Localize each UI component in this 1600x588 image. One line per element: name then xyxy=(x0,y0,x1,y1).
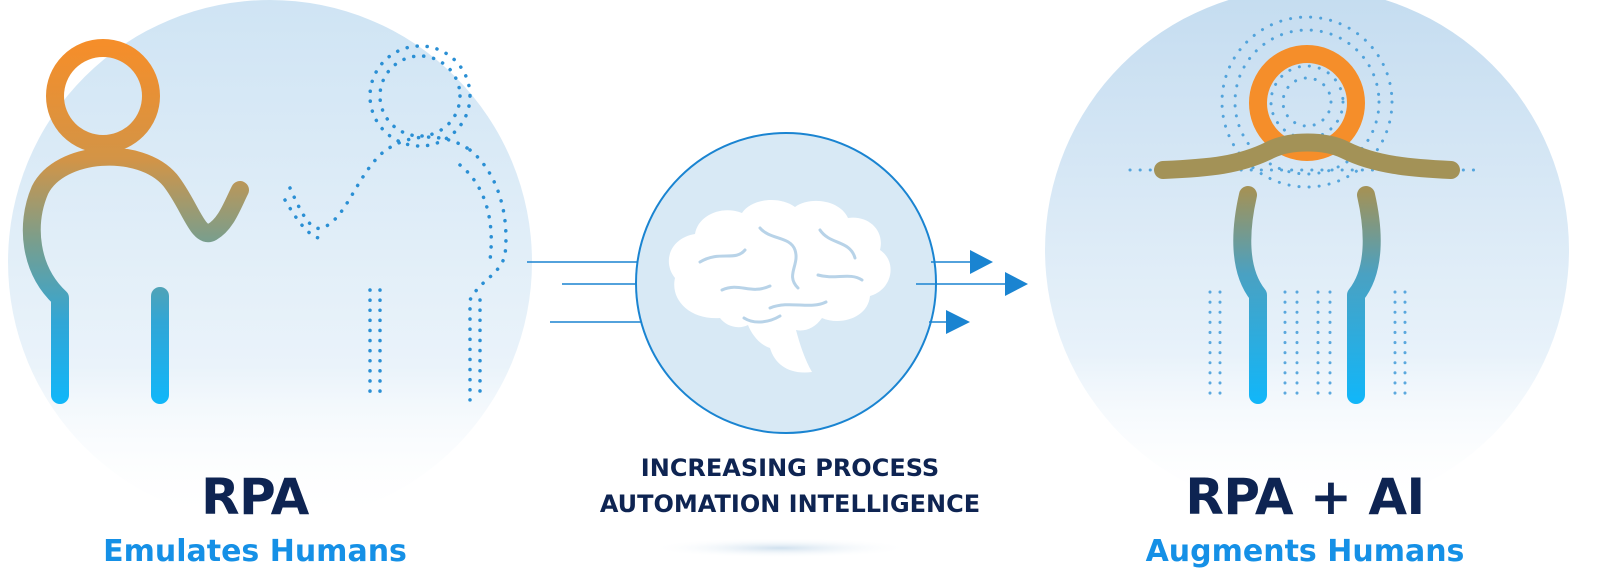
center-caption-line-2: AUTOMATION INTELLIGENCE xyxy=(599,490,981,518)
rpa-ai-title: RPA + AI xyxy=(1185,468,1425,526)
output-arrows xyxy=(916,250,1028,334)
rpa-subtitle: Emulates Humans xyxy=(103,534,407,569)
augmented-person-icon xyxy=(1154,45,1460,404)
brain-icon xyxy=(668,200,891,373)
input-lines xyxy=(527,261,650,323)
rpa-ai-subtitle: Augments Humans xyxy=(1145,534,1465,569)
rpa-title: RPA xyxy=(201,468,309,526)
right-background-circle xyxy=(1045,0,1569,512)
person-icon xyxy=(22,39,249,404)
text-shadow xyxy=(650,538,910,558)
center-caption-line-1: INCREASING PROCESS xyxy=(640,454,940,482)
center-caption: INCREASING PROCESS AUTOMATION INTELLIGEN… xyxy=(560,450,1020,522)
dotted-figure-icon xyxy=(283,44,508,402)
left-background-circle xyxy=(8,0,532,524)
